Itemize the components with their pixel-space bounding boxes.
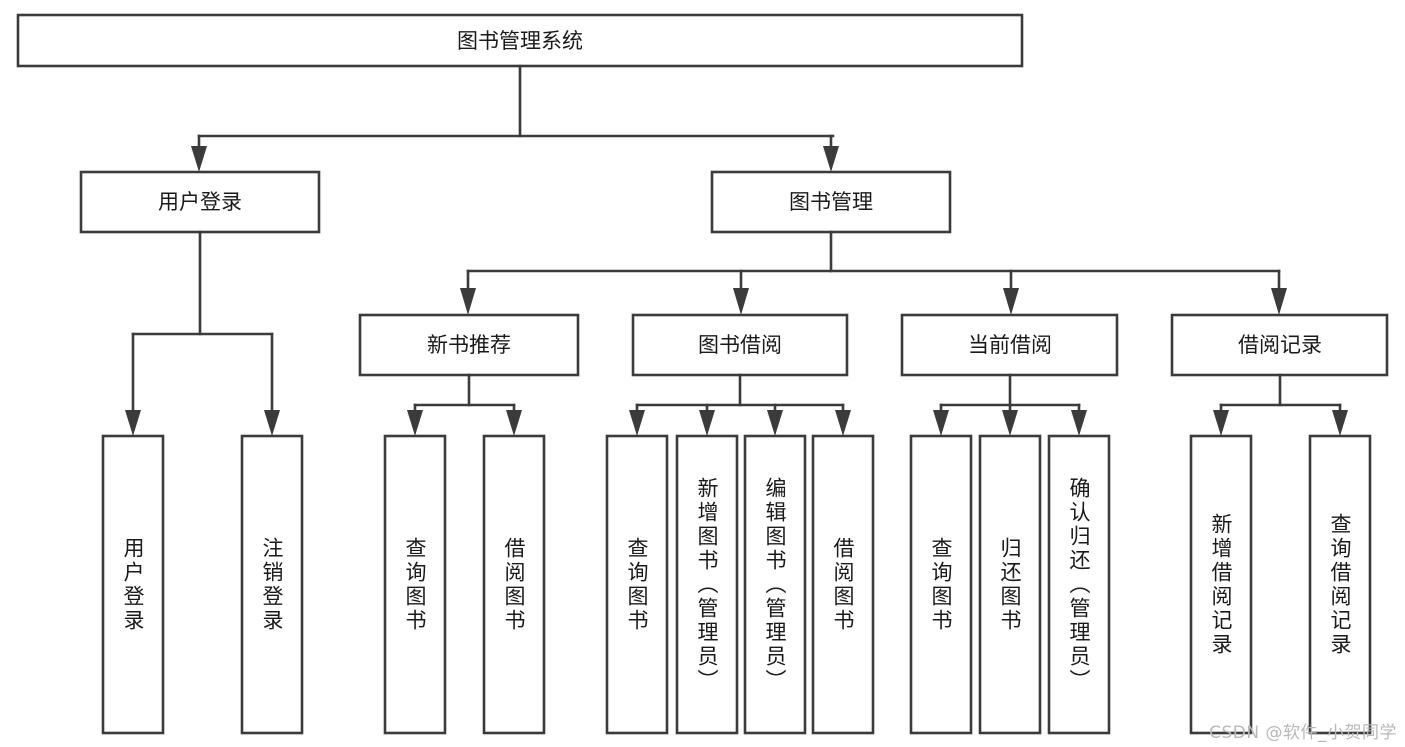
leaf-box-user-login-2[interactable]: [240, 434, 304, 735]
node-new-book-recommend-box[interactable]: [358, 313, 580, 377]
node-book-management-label: 图书管理: [789, 190, 873, 214]
arrow-head-cb-leaf-1: [933, 410, 949, 436]
node-current-borrow[interactable]: 当前借阅: [900, 313, 1119, 377]
node-new-book-recommend[interactable]: 新书推荐: [358, 313, 580, 377]
node-borrow-records[interactable]: 借阅记录: [1170, 313, 1389, 377]
leaf-box-current-borrow-1[interactable]: [909, 434, 973, 735]
arrow-head-br-leaf-1: [1213, 410, 1229, 436]
leaf-box-book-borrow-3[interactable]: [743, 434, 807, 735]
arrow-head-bm-child-3: [1003, 288, 1019, 315]
arrow-head-nbr-leaf-2: [506, 410, 522, 436]
arrow-head-root-child-1: [191, 146, 207, 172]
leaf-box-user-login-1[interactable]: [101, 434, 165, 735]
leaf-box-book-borrow-1[interactable]: [605, 434, 669, 735]
node-current-borrow-box[interactable]: [900, 313, 1119, 377]
arrow-head-bb-leaf-3: [767, 410, 783, 436]
connector-current-borrow-to-leaves: [933, 373, 1087, 436]
connector-new-book-recommend-to-leaves: [407, 373, 522, 436]
node-book-borrow-box[interactable]: [631, 313, 849, 377]
arrow-head-bb-leaf-2: [699, 410, 715, 436]
node-root[interactable]: 图书管理系统: [16, 13, 1024, 68]
arrow-head-cb-leaf-3: [1071, 410, 1087, 436]
arrow-head-nbr-leaf-1: [407, 410, 423, 436]
arrow-head-br-leaf-2: [1332, 410, 1348, 436]
node-borrow-records-box[interactable]: [1170, 313, 1389, 377]
arrow-head-bb-leaf-4: [835, 410, 851, 436]
node-book-management-box[interactable]: [710, 170, 952, 234]
connector-book-management-to-level3: [460, 230, 1287, 315]
node-new-book-recommend-label: 新书推荐: [427, 333, 511, 357]
leaf-box-current-borrow-2[interactable]: [978, 434, 1042, 735]
arrow-head-bm-child-4: [1271, 288, 1287, 315]
node-current-borrow-label: 当前借阅: [968, 333, 1052, 357]
node-book-borrow-label: 图书借阅: [698, 333, 782, 357]
arrow-head-user-login-leaf-1: [125, 410, 141, 436]
node-user-login[interactable]: 用户登录: [79, 170, 321, 234]
arrow-head-bb-leaf-1: [629, 410, 645, 436]
node-user-login-label: 用户登录: [158, 190, 242, 214]
leaf-box-borrow-records-2[interactable]: [1308, 434, 1372, 735]
connector-borrow-records-to-leaves: [1213, 373, 1348, 436]
arrow-head-bm-child-1: [460, 288, 476, 315]
leaf-box-book-borrow-2[interactable]: [675, 434, 739, 735]
connector-root-to-level2: [191, 64, 839, 172]
arrow-head-user-login-leaf-2: [264, 410, 280, 436]
node-root-label: 图书管理系统: [457, 29, 583, 53]
leaf-box-book-borrow-4[interactable]: [811, 434, 875, 735]
leaf-box-borrow-records-1[interactable]: [1189, 434, 1253, 735]
node-root-box[interactable]: [16, 13, 1024, 68]
node-borrow-records-label: 借阅记录: [1238, 333, 1322, 357]
leaf-box-new-book-recommend-1[interactable]: [383, 434, 447, 735]
node-book-borrow[interactable]: 图书借阅: [631, 313, 849, 377]
connector-user-login-to-leaves: [125, 230, 280, 436]
arrow-head-cb-leaf-2: [1002, 410, 1018, 436]
leaf-box-current-borrow-3[interactable]: [1047, 434, 1111, 735]
connector-book-borrow-to-leaves: [629, 373, 851, 436]
arrow-head-bm-child-2: [733, 288, 749, 315]
arrow-head-root-child-2: [823, 146, 839, 172]
csdn-watermark: CSDN @软件_小贺同学: [1209, 723, 1397, 743]
node-book-management[interactable]: 图书管理: [710, 170, 952, 234]
leaf-box-new-book-recommend-2[interactable]: [482, 434, 546, 735]
